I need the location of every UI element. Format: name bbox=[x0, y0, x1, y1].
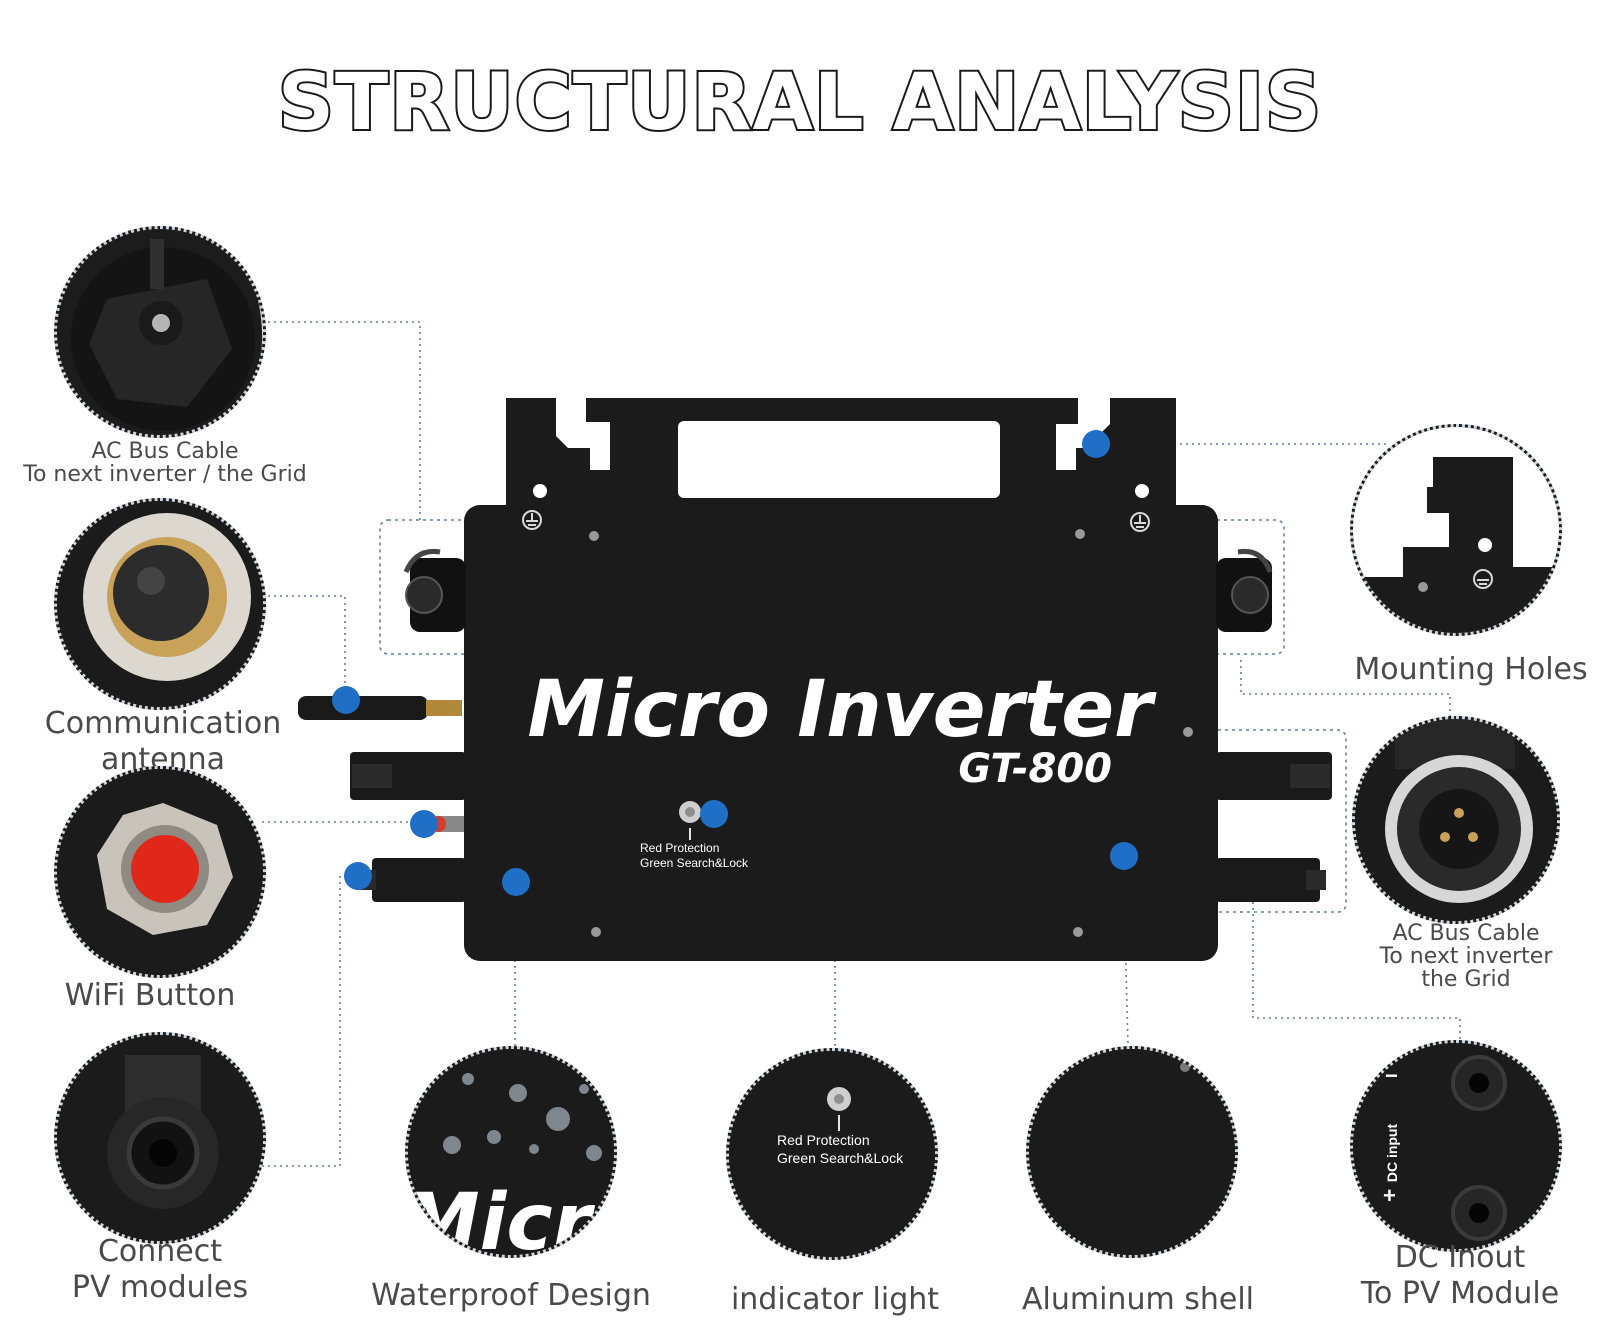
label-line: AC Bus Cable bbox=[1392, 921, 1540, 946]
label-line: Connect bbox=[97, 1234, 223, 1269]
led-icon bbox=[679, 801, 701, 840]
detail-wifi-button bbox=[54, 766, 266, 978]
callout-dot-waterproof bbox=[502, 868, 530, 896]
ac-left-highlight bbox=[379, 519, 493, 655]
detail-ac-bus-left bbox=[54, 226, 266, 438]
label-ac-bus-right: AC Bus Cable To next inverter the Grid bbox=[1356, 922, 1576, 991]
antenna-connector-icon bbox=[57, 501, 263, 707]
mounting-hole bbox=[533, 484, 547, 498]
indicator-text-line2: Green Search&Lock bbox=[640, 856, 749, 870]
label-connect-pv: Connect PV modules bbox=[40, 1234, 280, 1306]
indicator-detail-line1: Red Protection bbox=[777, 1132, 870, 1148]
label-dc-input: DC Inout To PV Module bbox=[1340, 1240, 1580, 1312]
label-antenna: Communication antenna bbox=[0, 706, 326, 778]
callout-dot-antenna bbox=[332, 686, 360, 714]
label-line: the Grid bbox=[1421, 967, 1511, 992]
detail-waterproof: Micro bbox=[405, 1046, 617, 1258]
label-mounting: Mounting Holes bbox=[1354, 652, 1588, 687]
svg-text:+: + bbox=[1383, 1183, 1396, 1208]
indicator-text-line1: Red Protection bbox=[640, 841, 719, 855]
indicator-detail-line2: Green Search&Lock bbox=[777, 1150, 904, 1166]
label-wifi: WiFi Button bbox=[64, 978, 236, 1013]
page-title: STRUCTURAL ANALYSIS bbox=[276, 56, 1323, 150]
callout-dot-aluminum bbox=[1110, 842, 1138, 870]
ac-connector-right-icon bbox=[1216, 548, 1273, 632]
aluminum-shell-icon bbox=[1029, 1049, 1235, 1255]
detail-ac-bus-right bbox=[1352, 716, 1560, 924]
callout-dot-wifi bbox=[410, 810, 438, 838]
callout-dot-connect-pv bbox=[344, 862, 372, 890]
mounting-hole-icon bbox=[1353, 427, 1559, 633]
pv-connector-icon bbox=[57, 1035, 263, 1241]
inverter-body bbox=[464, 505, 1218, 961]
dc-input-icon: DC input + − bbox=[1353, 1043, 1559, 1249]
label-line: To next inverter bbox=[1379, 944, 1553, 969]
detail-aluminum-shell bbox=[1026, 1046, 1238, 1258]
wifi-button-icon bbox=[57, 769, 263, 975]
label-line: To next inverter / the Grid bbox=[23, 462, 307, 487]
mc4-connector-icon bbox=[1216, 752, 1332, 902]
callout-dot-mounting bbox=[1082, 430, 1110, 458]
label-line: Communication bbox=[44, 706, 282, 741]
detail-dc-input: DC input + − bbox=[1350, 1040, 1562, 1252]
ac-connector-left-icon bbox=[403, 548, 466, 632]
plate-slot bbox=[678, 421, 1000, 498]
ground-symbol-icon bbox=[1130, 512, 1150, 532]
water-droplets-icon: Micro bbox=[408, 1049, 614, 1255]
detail-mounting-holes bbox=[1350, 424, 1562, 636]
antenna-icon bbox=[298, 696, 462, 720]
label-line: DC Inout bbox=[1394, 1240, 1526, 1275]
indicator-led-icon: Red Protection Green Search&Lock bbox=[729, 1051, 935, 1257]
label-waterproof: Waterproof Design bbox=[371, 1278, 651, 1313]
label-indicator: indicator light bbox=[730, 1282, 940, 1317]
label-line: PV modules bbox=[71, 1270, 249, 1305]
ground-symbol-icon bbox=[522, 510, 542, 530]
detail-antenna bbox=[54, 498, 266, 710]
label-aluminum: Aluminum shell bbox=[1022, 1282, 1254, 1317]
label-line: AC Bus Cable bbox=[91, 439, 239, 464]
dc-input-detail-text: DC input bbox=[1384, 1124, 1400, 1183]
product-model: GT-800 bbox=[958, 746, 1112, 792]
screw-icon bbox=[589, 529, 1193, 937]
callout-dot-indicator bbox=[700, 800, 728, 828]
ac-bus-plug-icon bbox=[1355, 719, 1557, 921]
product-name: Micro Inverter bbox=[527, 665, 1157, 755]
ac-bus-cap-icon bbox=[71, 239, 263, 435]
svg-text:−: − bbox=[1385, 1063, 1398, 1088]
detail-indicator: Red Protection Green Search&Lock bbox=[726, 1048, 938, 1260]
mounting-hole bbox=[1135, 484, 1149, 498]
detail-connect-pv bbox=[54, 1032, 266, 1244]
label-ac-bus-left: AC Bus Cable To next inverter / the Grid bbox=[0, 440, 330, 486]
label-line: To PV Module bbox=[1360, 1276, 1560, 1311]
mc4-connector-icon bbox=[350, 752, 466, 902]
